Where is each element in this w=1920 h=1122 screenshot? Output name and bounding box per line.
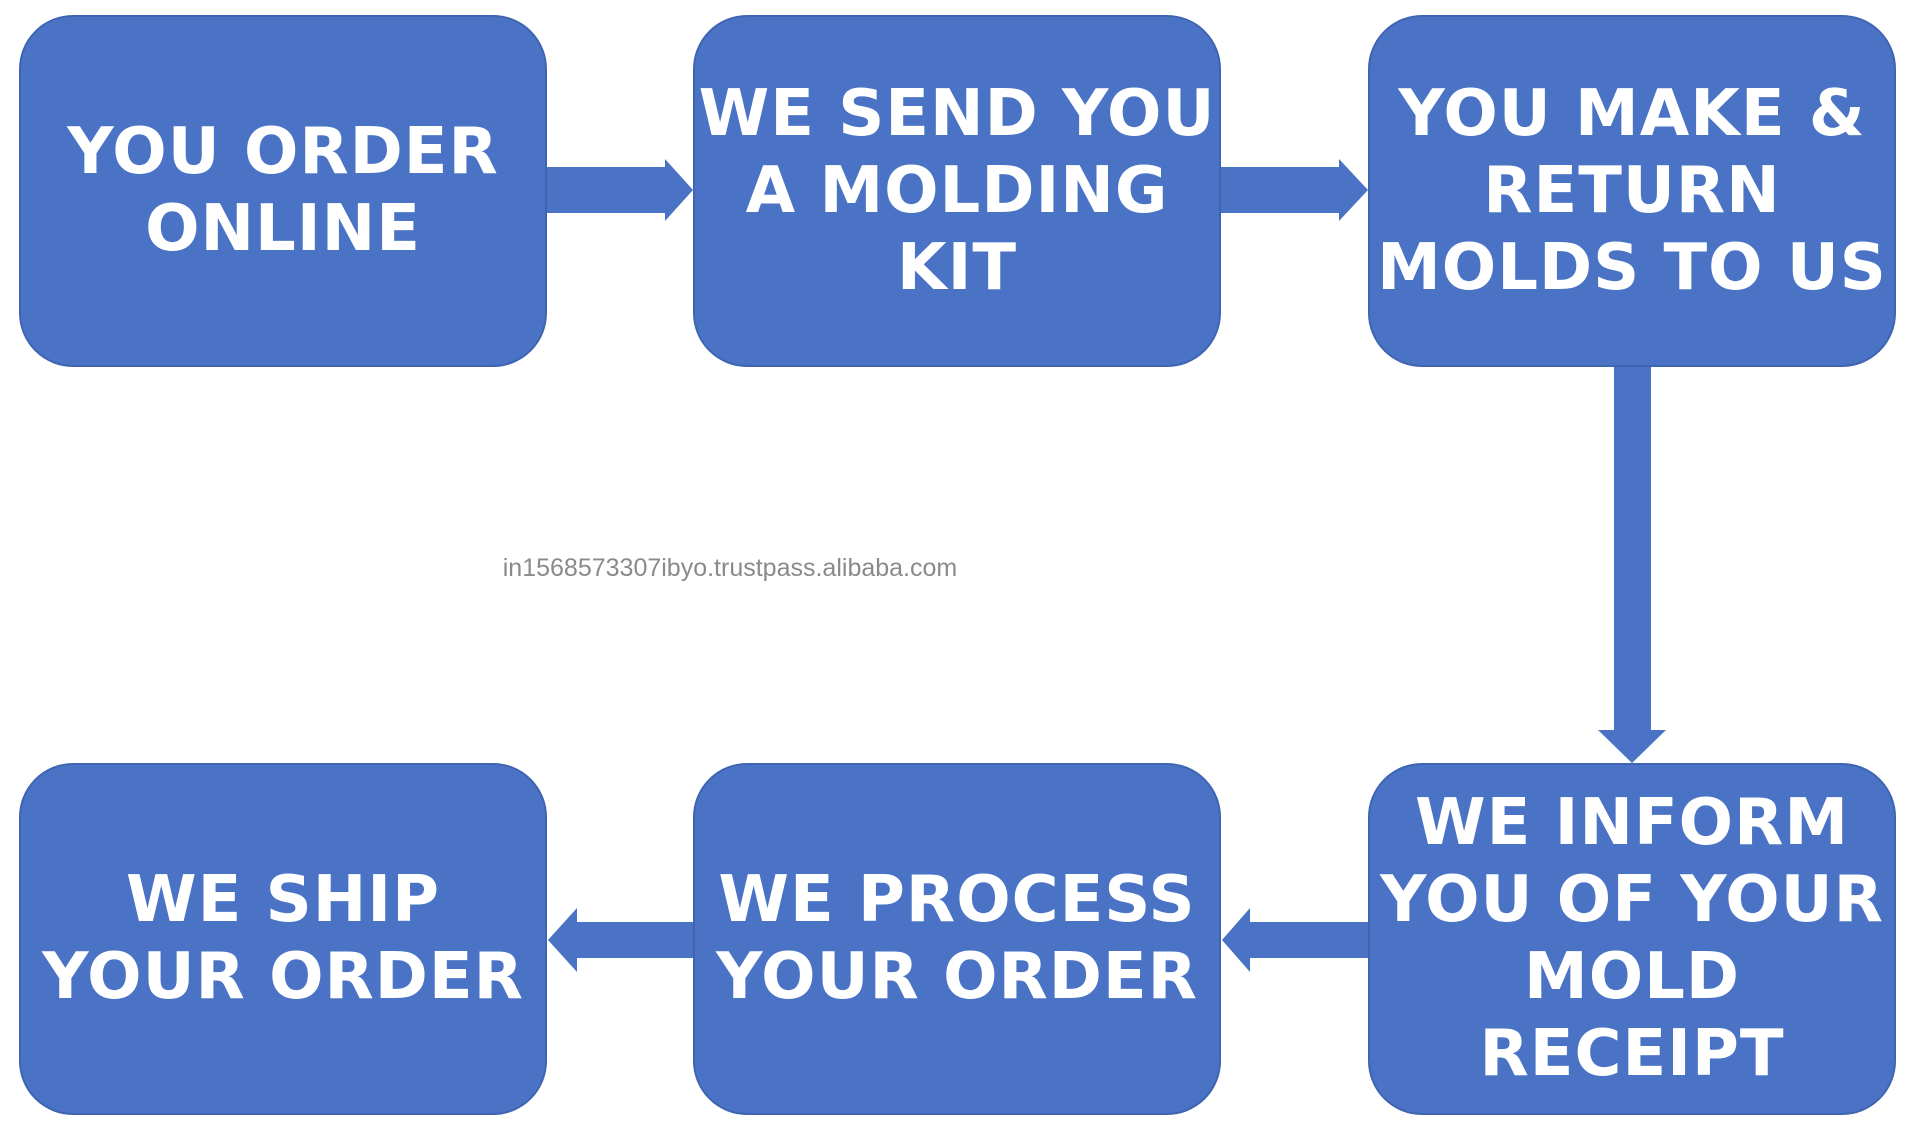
step-label: WE SHIP YOUR ORDER — [42, 863, 524, 1014]
step-we-ship-order: WE SHIP YOUR ORDER — [19, 763, 547, 1115]
step-label: WE SEND YOU A MOLDING KIT — [698, 76, 1216, 305]
step-label: WE PROCESS YOUR ORDER — [716, 863, 1198, 1014]
step-label: WE INFORM YOU OF YOUR MOLD RECEIPT — [1380, 786, 1884, 1091]
arrow-send-to-make — [1221, 159, 1368, 221]
step-label: YOU MAKE & RETURN MOLDS TO US — [1377, 76, 1887, 305]
arrow-process-to-ship — [548, 908, 693, 972]
arrow-order-to-send — [547, 159, 693, 221]
step-label: YOU ORDER ONLINE — [67, 115, 499, 266]
watermark: in1568573307ibyo.trustpass.alibaba.com — [0, 554, 1920, 583]
step-you-order-online: YOU ORDER ONLINE — [19, 15, 547, 367]
step-we-send-molding-kit: WE SEND YOU A MOLDING KIT — [693, 15, 1221, 367]
watermark-text: in1568573307ibyo.trustpass.alibaba.com — [502, 554, 958, 582]
step-you-make-return-molds: YOU MAKE & RETURN MOLDS TO US — [1368, 15, 1896, 367]
step-we-process-order: WE PROCESS YOUR ORDER — [693, 763, 1221, 1115]
step-we-inform-mold-receipt: WE INFORM YOU OF YOUR MOLD RECEIPT — [1368, 763, 1896, 1115]
arrow-inform-to-process — [1222, 908, 1368, 972]
